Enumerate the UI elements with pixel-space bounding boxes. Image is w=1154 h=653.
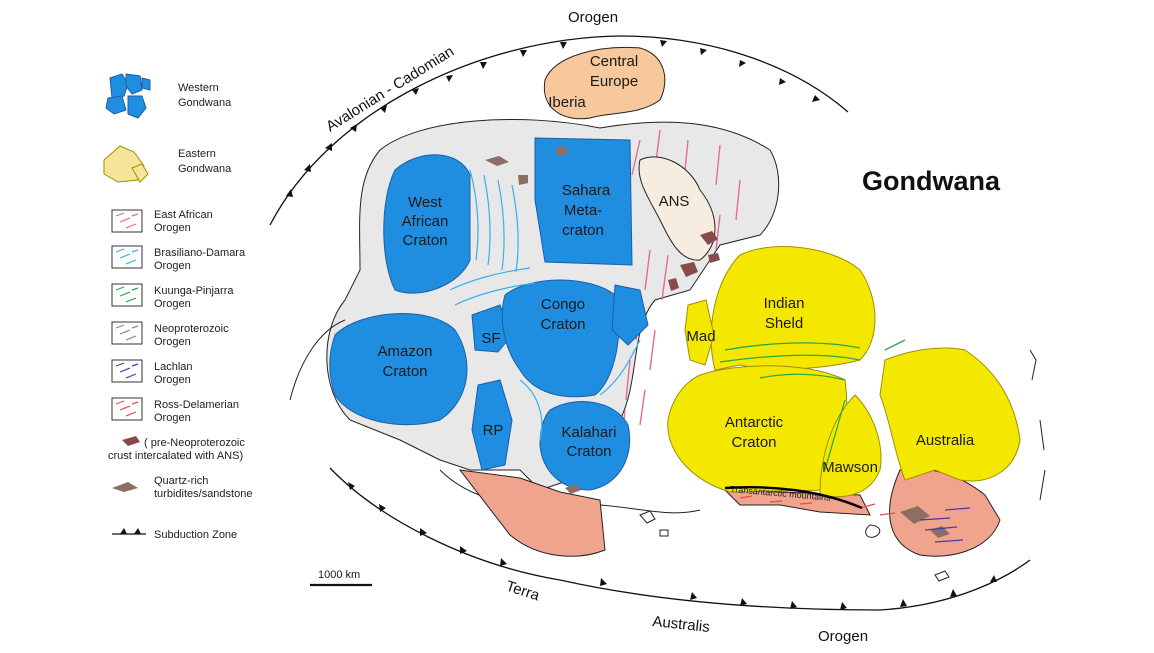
legend-ross-label: Orogen [154,412,191,424]
label-iberia: Iberia [548,94,586,111]
scale-bar-label: 1000 km [318,569,360,581]
map-title: Gondwana [862,166,1001,196]
legend-ans-crust-label: crust intercalated with ANS) [108,450,243,462]
label-central-europe: Europe [590,73,638,90]
label-sf: SF [481,330,500,347]
terra-margin-west [458,469,606,557]
label-orogen-top: Orogen [568,9,618,26]
legend-eastern-label: Eastern [178,148,216,160]
rp-craton [471,379,513,471]
legend-ross-label: Ross-Delamerian [154,399,239,411]
legend-lachlan-swatch [111,359,143,383]
legend-subduction-teeth [120,528,141,534]
legend-kuunga-pattern [115,286,139,303]
label-amazon: Amazon [377,343,432,360]
label-west-african: African [402,213,449,230]
legend-brasiliano-label: Orogen [154,260,191,272]
label-mad: Mad [686,328,715,345]
label-antarctic: Craton [731,434,776,451]
legend-ross-swatch [111,397,143,421]
region-labels: West African Craton Amazon Craton SF RP … [377,53,974,503]
ans-crust-patches [668,231,720,291]
west-african-craton [383,154,471,294]
label-australis: Australis [652,613,711,636]
lachlan-pattern [919,507,971,543]
label-indian: Sheld [765,315,803,332]
label-congo: Congo [541,296,585,313]
legend-lachlan-label: Orogen [154,374,191,386]
label-rp: RP [483,422,504,439]
amazon-craton [329,313,468,426]
legend-east-african-label: East African [154,209,213,221]
legend-quartz-swatch [112,482,138,492]
legend-kuunga-label: Kuunga-Pinjarra [154,285,234,297]
legend-brasiliano-swatch [111,245,143,269]
label-kalahari: Craton [566,443,611,460]
central-europe-region [543,47,666,120]
legend-neoproterozoic-label: Orogen [154,336,191,348]
legend-east-african-swatch [111,209,143,233]
legend-western-label: Gondwana [178,97,232,109]
mawson-block [819,394,882,498]
label-central-europe: Central [590,53,638,70]
legend-kuunga-swatch [111,283,143,307]
madagascar [684,299,715,366]
label-avalonian-cadomian: Avalonian - Cadomian [323,43,457,135]
label-ans: ANS [659,193,690,210]
scale-bar: 1000 km [310,569,372,587]
legend-western-swatch [105,73,151,119]
label-kalahari: Kalahari [561,424,616,441]
legend-ans-crust-label: ( pre-Neoproterozoic [144,437,245,449]
label-sahara: Meta- [564,202,602,219]
australia [879,347,1021,482]
minor-outlines [639,349,1046,582]
label-west-african: Craton [402,232,447,249]
legend: Western Gondwana Eastern Gondwana East A… [103,73,252,541]
ans-region [638,156,716,261]
label-antarctic: Antarctic [725,414,784,431]
legend-eastern-swatch [103,145,149,183]
label-indian: Indian [764,295,805,312]
legend-lachlan-pattern [115,362,139,379]
label-terra: Terra [504,578,542,605]
legend-east-african-label: Orogen [154,222,191,234]
legend-quartz-label: Quartz-rich [154,475,208,487]
legend-lachlan-label: Lachlan [154,361,193,373]
western-gondwana-cratons [329,137,649,491]
sahara-metacraton [534,137,633,266]
label-sahara: craton [562,222,604,239]
legend-neoproterozoic-swatch [111,321,143,345]
congo-craton [501,279,620,398]
label-orogen-bottom: Orogen [818,628,868,645]
label-amazon: Craton [382,363,427,380]
legend-ross-pattern [115,400,139,417]
kuunga-pinjarra-pattern [719,339,906,471]
legend-eastern-label: Gondwana [178,163,232,175]
label-sahara: Sahara [562,182,611,199]
ross-delamerian-pattern [739,495,896,516]
legend-neoproterozoic-pattern [115,324,139,341]
label-mawson: Mawson [822,459,878,476]
legend-neoproterozoic-label: Neoproterozoic [154,323,229,335]
label-australia: Australia [916,432,975,449]
legend-east-african-pattern [115,212,139,229]
legend-ans-crust-swatch [122,436,140,446]
legend-quartz-label: turbidites/sandstone [154,488,252,500]
label-congo: Craton [540,316,585,333]
legend-brasiliano-label: Brasiliano-Damara [154,247,246,259]
legend-subduction-label: Subduction Zone [154,529,237,541]
legend-kuunga-label: Orogen [154,298,191,310]
brasiliano-damara-pattern [449,169,641,441]
legend-western-label: Western [178,82,219,94]
legend-brasiliano-pattern [115,248,139,265]
congo-east-block [611,284,649,346]
subduction-arc-north [269,35,849,226]
transantarctic-mountains-line [724,485,863,510]
eastern-gondwana-cratons [667,246,1021,498]
label-west-african: West [408,194,443,211]
